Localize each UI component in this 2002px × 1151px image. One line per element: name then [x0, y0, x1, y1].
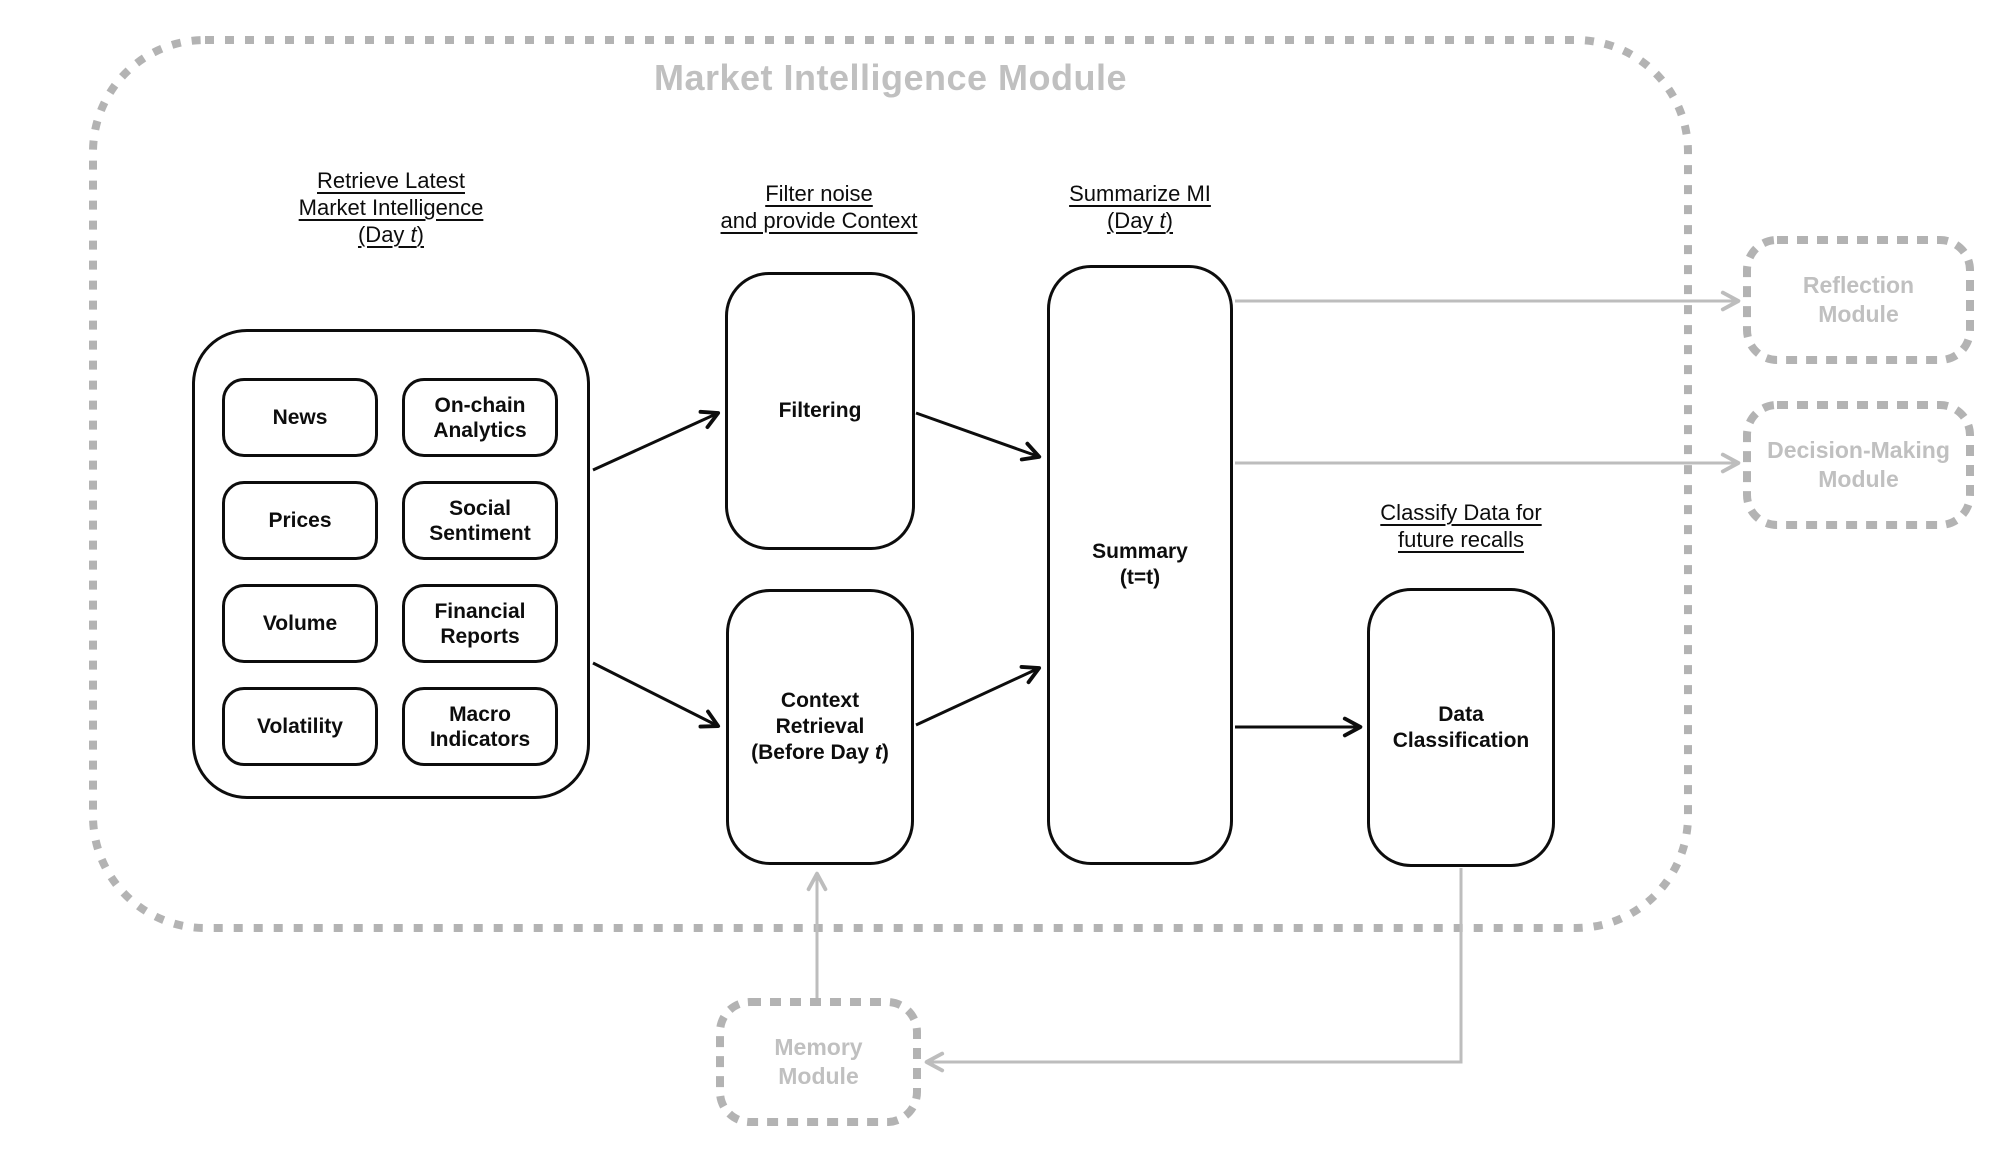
- summary-node: Summary (t=t): [1047, 265, 1233, 865]
- source-box-macro-indicators: Macro Indicators: [402, 687, 558, 766]
- node-label: (Before Day t): [751, 741, 889, 764]
- node-label: Classification: [1392, 728, 1530, 752]
- module-label: Reflection: [1802, 272, 1915, 298]
- label-line: Summarize MI: [1069, 181, 1211, 206]
- module-label: Decision-Making: [1767, 437, 1950, 463]
- label-line: and provide Context: [720, 208, 918, 233]
- module-label: Module: [778, 1063, 859, 1089]
- market-intelligence-module-border: [89, 36, 1692, 932]
- source-box-prices: Prices: [222, 481, 378, 560]
- label-line: (Day t): [357, 222, 424, 247]
- source-box-onchain-analytics: On-chain Analytics: [402, 378, 558, 457]
- node-label: Retrieval: [775, 715, 865, 738]
- module-label: Module: [1818, 466, 1899, 492]
- memory-module: Memory Module: [720, 1002, 917, 1122]
- source-box-social-sentiment: Social Sentiment: [402, 481, 558, 560]
- label-line: (Day t): [1106, 208, 1173, 233]
- decision-making-module-border: [1743, 401, 1974, 529]
- arrow-context-retrieval-to-summary: [915, 665, 1042, 727]
- label-line: Retrieve Latest: [317, 168, 465, 193]
- decision-making-module: Decision-Making Module: [1747, 405, 1970, 525]
- arrow-filtering-to-summary: [915, 411, 1042, 462]
- arrow-data-classification-to-memory-module: [924, 868, 1463, 1073]
- label-line: future recalls: [1398, 527, 1524, 552]
- node-label: (t=t): [1119, 566, 1161, 589]
- source-box-volume: Volume: [222, 584, 378, 663]
- reflection-module: Reflection Module: [1747, 240, 1970, 360]
- node-label: Context: [780, 689, 860, 712]
- source-box-financial-reports: Financial Reports: [402, 584, 558, 663]
- label-classify-data: Classify Data for future recalls: [1341, 499, 1581, 553]
- diagram-title: Market Intelligence Module: [653, 57, 1128, 98]
- context-retrieval-node: Context Retrieval (Before Day t): [726, 589, 914, 865]
- label-line: Classify Data for: [1380, 500, 1542, 525]
- label-summarize-mi: Summarize MI (Day t): [1020, 180, 1260, 234]
- node-label: Data: [1438, 702, 1484, 726]
- data-classification-node: Data Classification: [1367, 588, 1555, 867]
- market-data-sources-panel: News On-chain Analytics Prices Social Se…: [192, 329, 590, 799]
- module-label: Module: [1818, 301, 1899, 327]
- label-line: Filter noise: [765, 181, 873, 206]
- memory-module-border: [716, 998, 921, 1126]
- module-label: Memory: [774, 1034, 863, 1060]
- reflection-module-border: [1743, 236, 1974, 364]
- arrow-sources-to-filtering: [592, 409, 721, 472]
- source-box-volatility: Volatility: [222, 687, 378, 766]
- node-label: Summary: [1092, 540, 1188, 563]
- label-filter-noise: Filter noise and provide Context: [689, 180, 949, 234]
- source-box-news: News: [222, 378, 378, 457]
- node-label: Filtering: [778, 399, 862, 422]
- label-retrieve-latest-market-intelligence: Retrieve Latest Market Intelligence (Day…: [192, 167, 590, 248]
- filtering-node: Filtering: [725, 272, 915, 550]
- arrow-sources-to-context-retrieval: [592, 661, 721, 729]
- label-line: Market Intelligence: [298, 195, 484, 220]
